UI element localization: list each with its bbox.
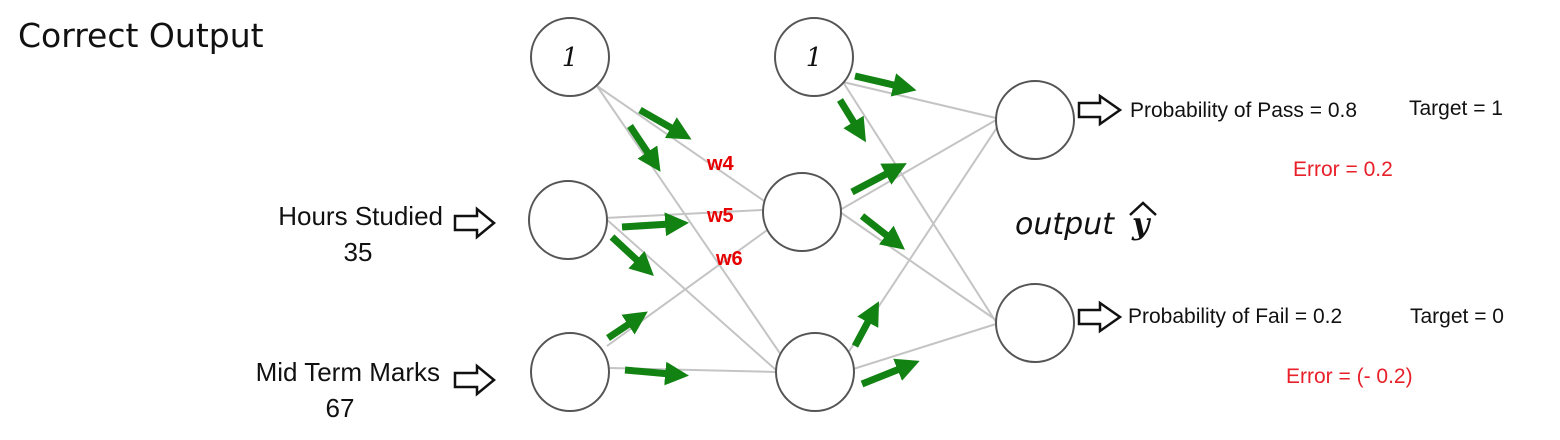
input-value-midterm: 67 (326, 393, 355, 423)
error-label-pass: Error = 0.2 (1293, 158, 1393, 181)
flow-arrow (606, 311, 648, 341)
connection-line (596, 85, 771, 206)
bias-label: 1 (562, 43, 579, 73)
diagram-title: Correct Output (18, 16, 264, 55)
connection-line (842, 81, 997, 119)
hollow-arrow-icon (453, 363, 496, 397)
error-label-fail: Error = (- 0.2) (1286, 365, 1413, 388)
hat-icon (1129, 201, 1157, 216)
flow-arrow (624, 361, 689, 386)
hollow-arrow-icon (1077, 300, 1123, 334)
target-label-fail: Target = 0 (1410, 305, 1504, 328)
bias-label: 1 (806, 43, 823, 73)
flow-arrow (621, 212, 690, 237)
flow-arrow (851, 301, 879, 348)
connection-line (839, 211, 997, 321)
output-node-fail (995, 283, 1075, 363)
input-node-hours (528, 180, 608, 260)
connection-line (606, 227, 771, 347)
input-label-midterm: Mid Term Marks (256, 357, 440, 387)
input-value-hours: 35 (344, 237, 373, 267)
flow-arrow (837, 98, 866, 143)
connection-line (604, 217, 777, 371)
weight-label-w5: w5 (706, 205, 734, 227)
connection-line (849, 323, 997, 371)
weight-label-w6: w6 (715, 248, 743, 270)
output-node-pass (995, 80, 1075, 160)
target-label-pass: Target = 1 (1409, 97, 1503, 120)
neurons (528, 17, 1075, 412)
input-node-midterm (530, 332, 610, 412)
flow-arrows (606, 72, 920, 388)
output-symbol-y: y (1131, 207, 1152, 242)
bias-node-input-layer (530, 17, 610, 97)
flow-arrow (627, 124, 661, 172)
output-label-pass: Probability of Pass = 0.8 (1130, 99, 1357, 122)
output-caption: output (1015, 207, 1115, 242)
flow-arrow (850, 163, 907, 196)
connection-line (839, 119, 997, 211)
hidden-node-2 (775, 332, 855, 412)
connection-line (596, 85, 791, 369)
flow-arrow (859, 213, 905, 250)
hidden-node-1 (762, 172, 842, 252)
weight-label-w4: w4 (706, 153, 735, 175)
flow-arrow (638, 106, 692, 140)
flow-arrow (860, 358, 920, 388)
bias-node-hidden-layer (774, 17, 854, 97)
output-label-fail: Probability of Fail = 0.2 (1128, 305, 1342, 328)
hollow-arrow-icon (1077, 93, 1123, 127)
connection-line (842, 81, 997, 323)
hollow-arrow-icon (453, 206, 496, 240)
flow-arrow (609, 234, 654, 276)
flow-arrow (854, 72, 917, 97)
input-label-hours: Hours Studied (278, 201, 443, 231)
